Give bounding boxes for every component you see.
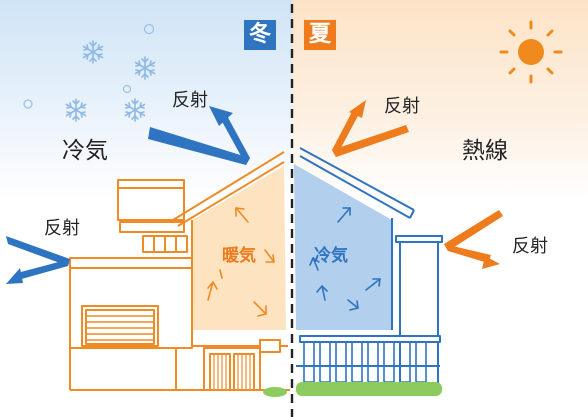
hedge: [296, 382, 442, 396]
winter-warm-air-label: 暖気: [222, 246, 256, 266]
winter-reflection-top-label: 反射: [172, 90, 208, 111]
winter-reflection-side-arrow: [6, 236, 70, 284]
summer-reflection-side-arrow: [444, 210, 503, 269]
summer-badge: 夏: [304, 20, 336, 50]
summer-sky-background: [292, 0, 588, 200]
summer-heat-ray-label: 熱線: [462, 138, 508, 164]
snow-dots: [23, 23, 155, 109]
winter-reflection-top-arrow: [148, 106, 250, 165]
warm-interior: [192, 166, 286, 330]
warm-air-circulation-arrows: [207, 207, 275, 317]
winter-reflection-side-label: 反射: [44, 218, 80, 239]
sun-icon: [499, 20, 563, 84]
cool-air-circulation-arrows: [309, 207, 381, 311]
summer-reflection-side-label: 反射: [512, 236, 548, 257]
summer-reflection-top-label: 反射: [384, 96, 420, 117]
summer-reflection-top-arrow: [332, 100, 409, 157]
winter-badge: 冬: [244, 20, 276, 50]
shrub: [263, 387, 287, 397]
summer-cool-air-label: 冷気: [314, 246, 348, 266]
winter-cold-air-label: 冷気: [62, 138, 108, 164]
winter-house: [69, 151, 290, 391]
winter-sky-background: [0, 0, 292, 200]
